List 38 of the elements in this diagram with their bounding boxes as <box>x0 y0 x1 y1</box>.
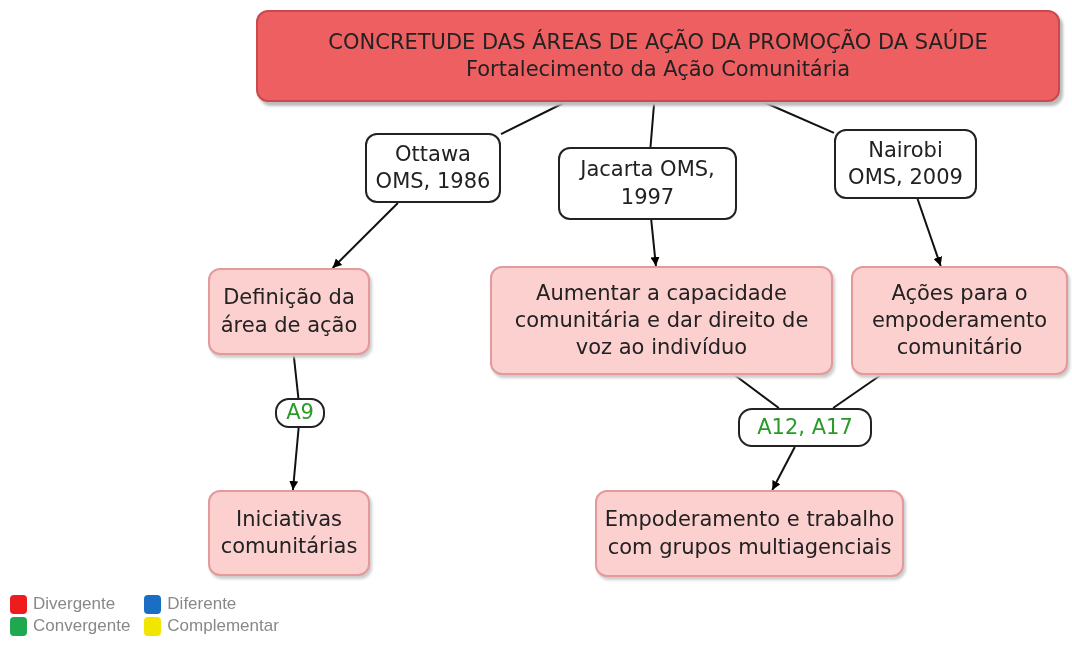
link-label-box <box>834 129 977 199</box>
arrow <box>650 219 660 267</box>
connector-line <box>500 101 567 136</box>
link-label-box <box>738 408 872 447</box>
connector-line <box>832 374 882 409</box>
topic-box <box>208 490 370 576</box>
node-text: Iniciativas comunitárias <box>219 505 359 560</box>
topic-box <box>208 268 370 355</box>
topic-box <box>595 490 904 577</box>
connector-line <box>733 374 780 409</box>
arrow <box>916 198 942 267</box>
legend-text: Complementar <box>167 616 279 636</box>
title-text: CONCRETUDE DAS ÁREAS DE AÇÃO DA PROMOÇÃO DA SAÚDE <box>328 28 988 56</box>
arrow <box>771 446 796 491</box>
node-text: Empoderamento e trabalho com grupos multiagenciais <box>603 506 896 561</box>
node-text: Jacarta OMS, 1997 <box>578 156 716 211</box>
node-text: Ações para o empoderamento comunitário <box>870 279 1049 362</box>
link-label-box <box>275 398 325 428</box>
node-text: Fortalecimento da Ação Comunitária <box>465 56 851 83</box>
topic-box <box>851 266 1068 375</box>
node-text: Aumentar a capacidade comunitária e dar direito de voz ao indivíduo <box>513 279 810 362</box>
topic-box <box>490 266 833 375</box>
node-text: Definição da área de ação <box>219 284 359 339</box>
legend-text: Diferente <box>167 594 237 614</box>
connector-line <box>649 101 656 148</box>
node-text: A9 <box>286 399 314 427</box>
title-box <box>256 10 1060 102</box>
legend-text: Divergente <box>33 594 116 614</box>
node-text: Nairobi OMS, 2009 <box>847 136 964 191</box>
node-text: Ottawa OMS, 1986 <box>374 140 492 195</box>
link-label-box <box>365 133 501 203</box>
connector-line <box>762 101 835 134</box>
link-label-box <box>558 147 737 220</box>
arrow <box>289 427 300 491</box>
arrow <box>331 202 399 269</box>
connector-line <box>292 354 300 399</box>
legend-text: Convergente <box>33 616 131 636</box>
node-text: A12, A17 <box>757 413 853 441</box>
